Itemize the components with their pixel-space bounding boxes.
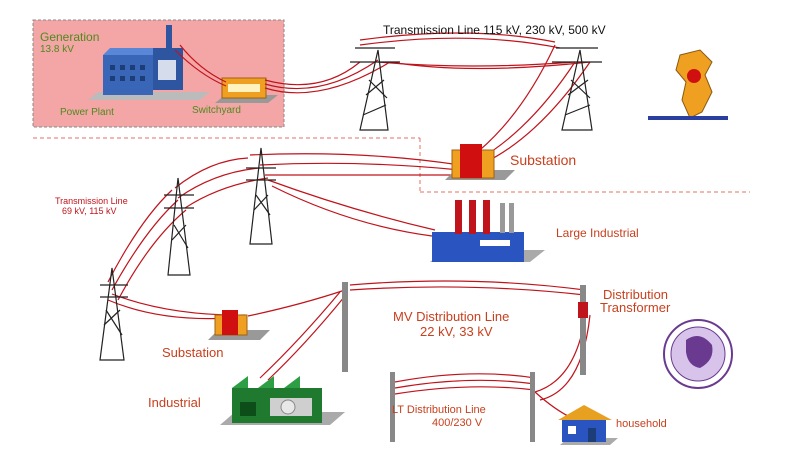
distribution-transformer-label: Distribution bbox=[603, 287, 669, 302]
utility-logo-icon bbox=[648, 49, 728, 120]
switchyard-icon bbox=[215, 77, 278, 103]
mv-distribution-voltage-label: 22 kV, 33 kV bbox=[420, 324, 493, 339]
large-industrial-label: Large Industrial bbox=[556, 226, 639, 240]
lt-distribution-line-label: LT Distribution Line bbox=[392, 404, 486, 416]
large-industrial-icon bbox=[430, 200, 545, 262]
lt-distribution-voltage-label: 400/230 V bbox=[432, 417, 483, 429]
transmission-tower-mid bbox=[246, 147, 276, 245]
mv-distribution-line-label: MV Distribution Line bbox=[393, 309, 510, 324]
transmission-tower-large bbox=[350, 47, 400, 131]
industrial-label: Industrial bbox=[148, 395, 201, 410]
transmission-line-label: Transmission Line 115 kV, 230 kV, 500 kV bbox=[383, 23, 606, 37]
distribution-pole bbox=[342, 282, 348, 372]
main-substation-label: Substation bbox=[510, 152, 577, 168]
power-plant-icon bbox=[88, 25, 210, 100]
transmission-tower-mid bbox=[164, 177, 194, 276]
generation-label: Generation bbox=[40, 30, 100, 44]
generation-voltage: 13.8 kV bbox=[40, 44, 74, 55]
power-plant-label: Power Plant bbox=[60, 107, 114, 118]
small-substation-label: Substation bbox=[162, 345, 224, 360]
distribution-pole bbox=[390, 372, 395, 442]
subtransmission-voltage-label: 69 kV, 115 kV bbox=[62, 206, 117, 216]
transmission-tower-mid bbox=[99, 267, 128, 361]
seal-logo-icon bbox=[663, 319, 733, 389]
small-substation-icon bbox=[208, 310, 270, 340]
distribution-pole bbox=[580, 285, 586, 375]
distribution-transformer-label-2: Transformer bbox=[600, 300, 671, 315]
main-substation-icon bbox=[445, 144, 515, 180]
subtransmission-line-label: Transmission Line bbox=[55, 196, 128, 206]
transmission-tower-large bbox=[552, 47, 602, 131]
region-divider bbox=[33, 137, 750, 193]
transmission-wires bbox=[107, 32, 591, 419]
household-label: household bbox=[616, 418, 667, 430]
household-icon bbox=[558, 405, 618, 445]
industrial-icon bbox=[220, 376, 345, 425]
switchyard-label: Switchyard bbox=[192, 105, 241, 116]
distribution-transformer-icon bbox=[578, 302, 588, 318]
distribution-pole bbox=[530, 372, 535, 442]
